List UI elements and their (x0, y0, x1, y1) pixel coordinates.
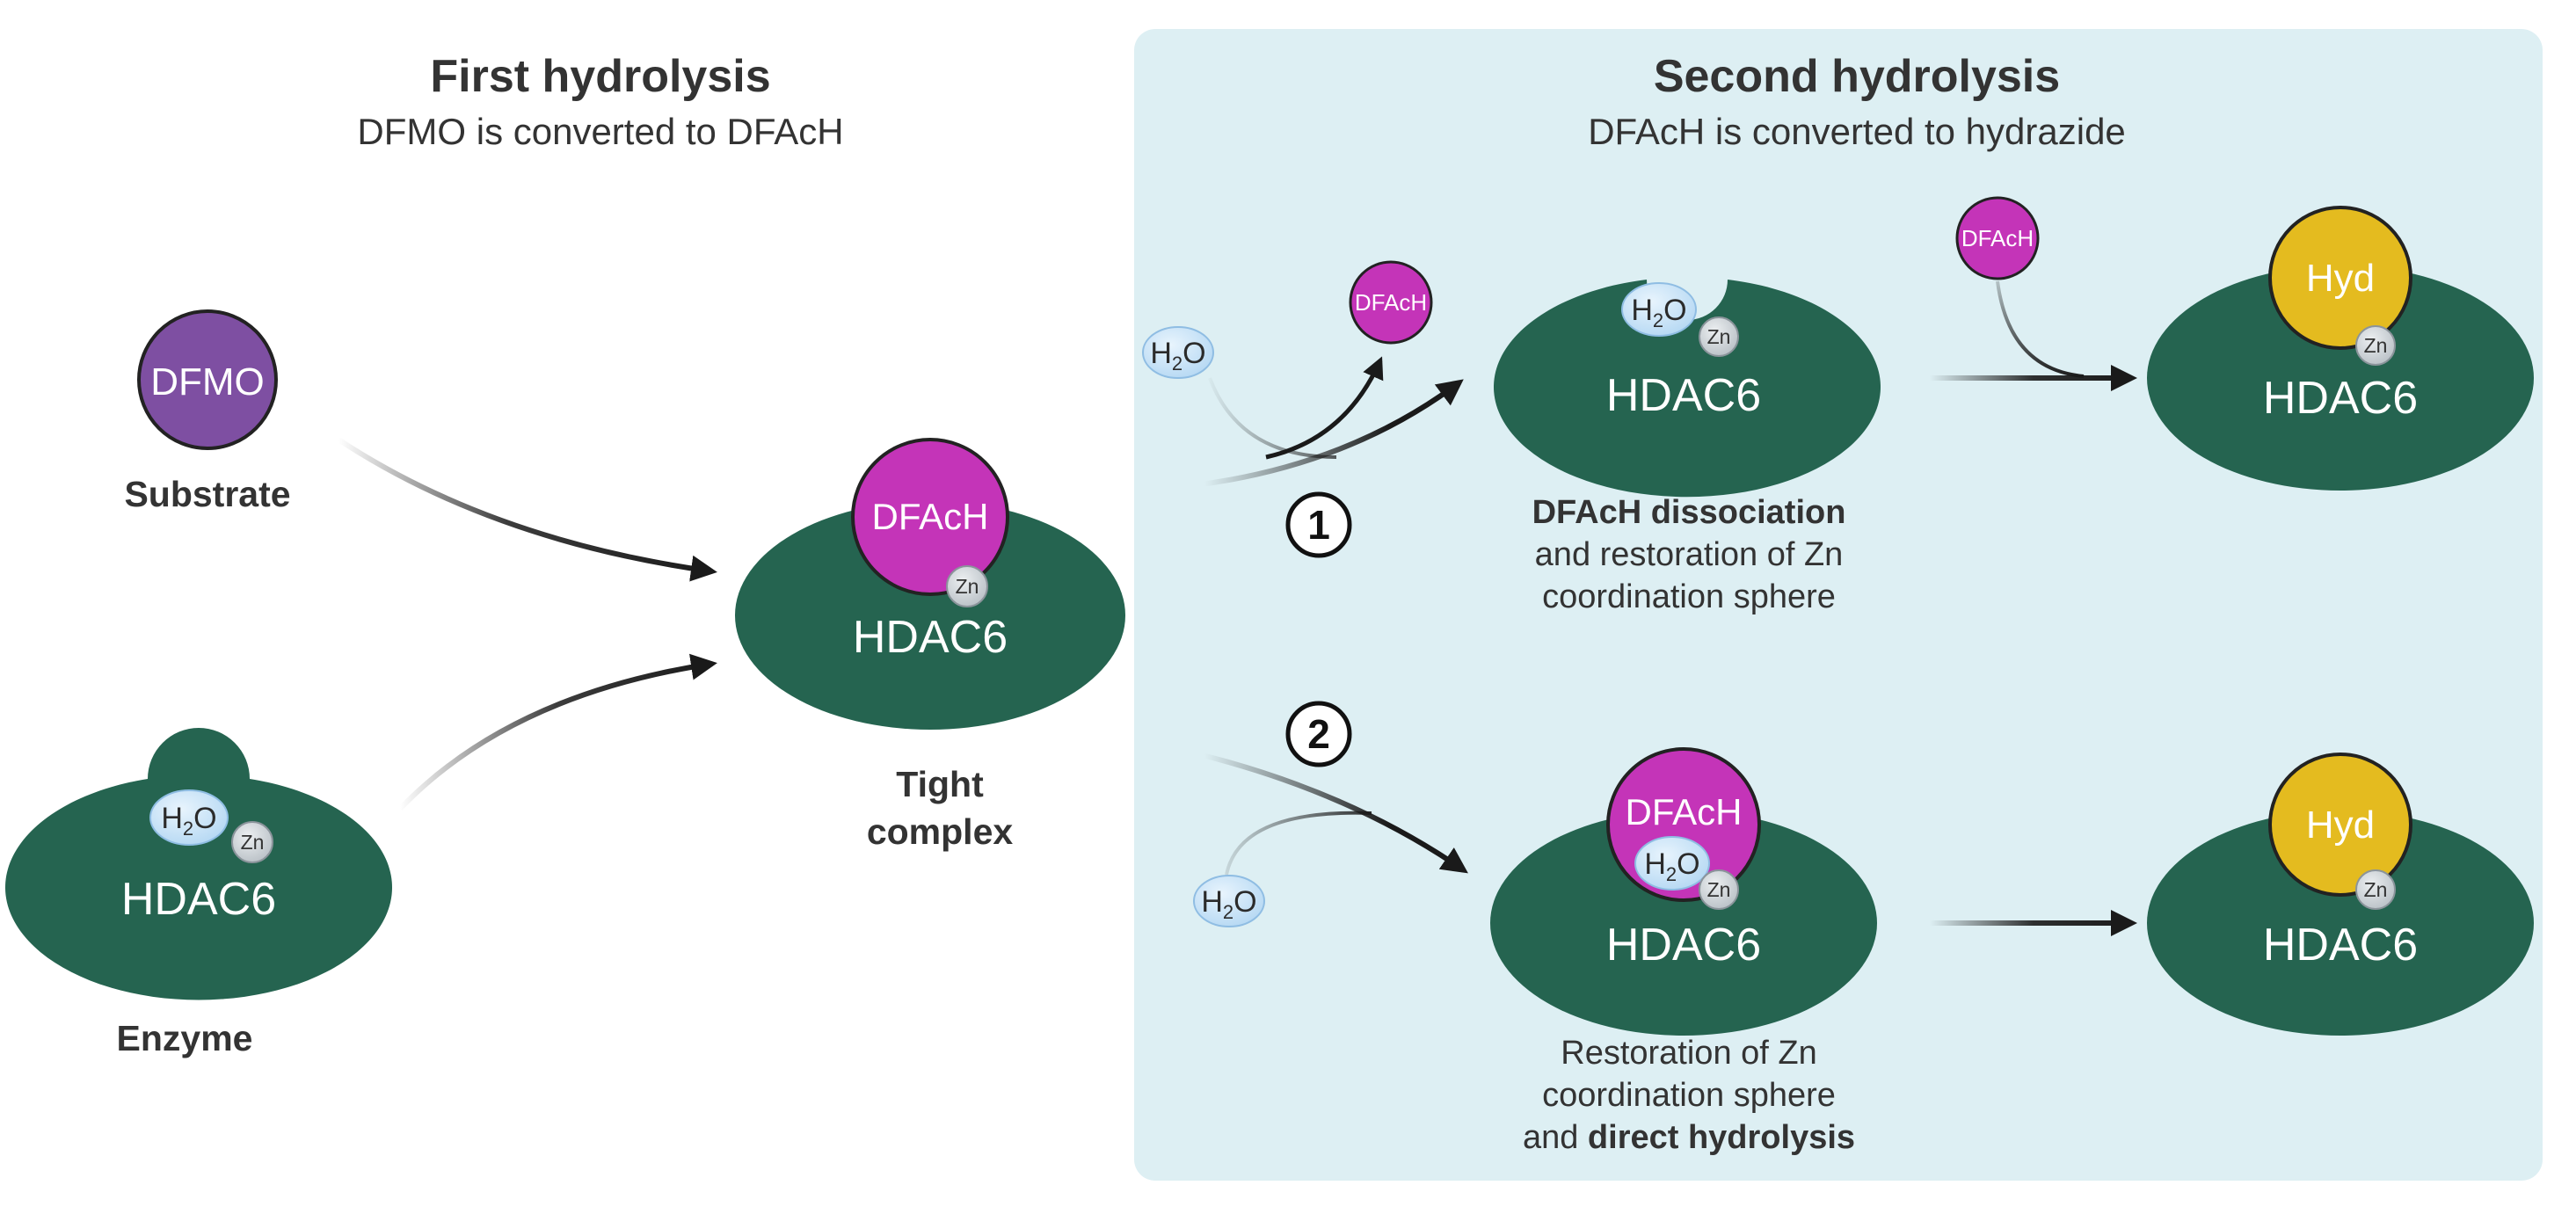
water-molecule: H2O (1634, 836, 1710, 891)
path1-caption-line3: coordination sphere (1542, 578, 1836, 615)
enzyme-name: HDAC6 (1606, 370, 1761, 421)
svg-text:Zn: Zn (241, 831, 265, 854)
dfach-bound: DFAcH (851, 438, 1009, 596)
dfmo-label: DFMO (150, 360, 265, 404)
svg-text:1: 1 (1307, 502, 1330, 548)
svg-text:DFAcH: DFAcH (1961, 225, 2034, 251)
path1-main-arrow (1160, 379, 1464, 491)
second-hydrolysis-subtitle: DFAcH is converted to hydrazide (1588, 111, 2126, 152)
zinc-ion: Zn (231, 821, 273, 863)
dfach-release-arrow (1265, 356, 1384, 460)
svg-text:H2O: H2O (1644, 847, 1699, 885)
svg-text:H2O: H2O (161, 802, 216, 840)
svg-text:Zn: Zn (1707, 878, 1731, 901)
path2-caption-line3: and direct hydrolysis (1523, 1119, 1855, 1156)
svg-text:H2O: H2O (1150, 337, 1205, 374)
svg-text:Zn: Zn (2364, 334, 2388, 357)
hyd-label: Hyd (2306, 257, 2375, 300)
svg-text:DFAcH: DFAcH (871, 496, 988, 537)
dfach-incoming-curve (1996, 280, 2085, 378)
enzyme-to-complex-arrow (397, 653, 717, 811)
path1-caption-bold: DFAcH dissociation (1532, 494, 1846, 531)
svg-text:DFAcH: DFAcH (1355, 289, 1427, 316)
water-molecule: H2O (1142, 326, 1214, 379)
svg-text:H2O: H2O (1631, 294, 1686, 331)
first-hydrolysis-title: First hydrolysis (430, 51, 770, 102)
svg-text:H2O: H2O (1201, 885, 1256, 923)
tight-complex-label-line2: complex (867, 811, 1014, 852)
path2-caption-line2: coordination sphere (1542, 1077, 1836, 1114)
tight-complex-label-line1: Tight (896, 764, 984, 804)
water-path2-curve (1225, 811, 1372, 876)
zinc-ion: Zn (1699, 869, 1739, 910)
zinc-ion: Zn (1699, 316, 1739, 357)
svg-text:DFAcH: DFAcH (1625, 791, 1742, 833)
enzyme-name: HDAC6 (2263, 373, 2418, 424)
enzyme-restored: H2O Zn HDAC6 (1494, 280, 1881, 498)
water-molecule: H2O (1193, 875, 1265, 927)
incoming-dfach: DFAcH (1955, 196, 2040, 280)
hydrazide-enzyme-2: Hyd Zn HDAC6 (2147, 753, 2534, 1036)
enzyme-direct-hydrolysis: DFAcH H2O Zn HDAC6 (1490, 747, 1877, 1036)
hydrazide-enzyme-1: Hyd Zn HDAC6 (2147, 206, 2534, 491)
svg-text:Zn: Zn (1707, 325, 1731, 348)
path1-caption-line2: and restoration of Zn (1535, 536, 1844, 573)
second-hydrolysis-title: Second hydrolysis (1654, 51, 2060, 102)
water-molecule: H2O (1621, 282, 1697, 337)
tight-complex: DFAcH Zn HDAC6 (735, 438, 1125, 730)
zinc-ion: Zn (2355, 869, 2396, 910)
hyd-label: Hyd (2306, 803, 2375, 847)
enzyme-label: Enzyme (117, 1018, 253, 1058)
svg-text:Zn: Zn (956, 575, 979, 598)
substrate-to-complex-arrow (337, 437, 717, 582)
substrate-label: Substrate (124, 474, 290, 514)
path2-caption-line1: Restoration of Zn (1561, 1035, 1816, 1072)
zinc-ion: Zn (2355, 325, 2396, 366)
dfmo-molecule: DFMO (137, 309, 278, 450)
step-1-badge: 1 (1285, 491, 1352, 558)
svg-text:2: 2 (1307, 711, 1330, 757)
first-hydrolysis-subtitle: DFMO is converted to DFAcH (357, 111, 843, 152)
complex-enzyme-name: HDAC6 (853, 612, 1008, 663)
water-molecule: H2O (149, 789, 229, 846)
free-enzyme: H2O Zn HDAC6 (4, 728, 393, 1000)
path2-main-arrow (1160, 743, 1468, 874)
enzyme-name: HDAC6 (121, 874, 276, 925)
step-2-badge: 2 (1285, 701, 1352, 767)
enzyme-name: HDAC6 (2263, 920, 2418, 971)
enzyme-name: HDAC6 (1606, 920, 1761, 971)
zinc-ion: Zn (946, 565, 988, 607)
svg-text:Zn: Zn (2364, 878, 2388, 901)
released-dfach: DFAcH (1349, 260, 1433, 345)
